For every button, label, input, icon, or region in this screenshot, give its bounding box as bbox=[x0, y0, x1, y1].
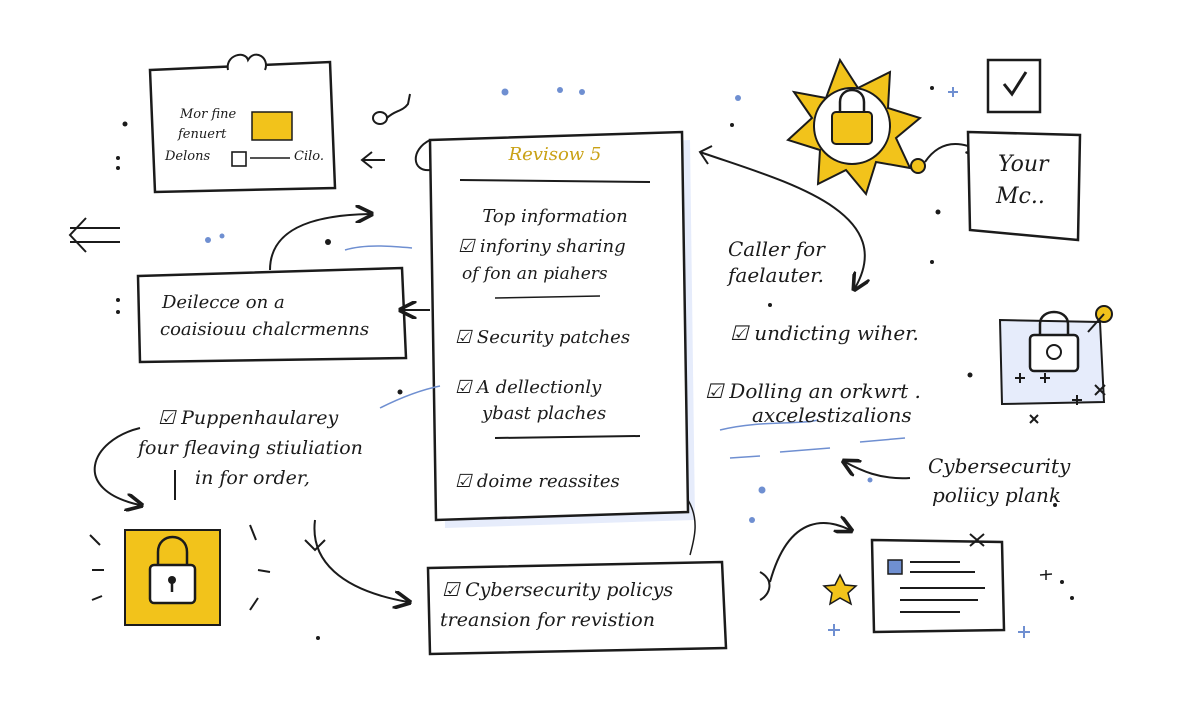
revision-item-3-label: A dellectionly bbox=[476, 377, 602, 398]
note-line-2: fenuert bbox=[178, 127, 227, 142]
revision-heading: Top information bbox=[482, 206, 628, 227]
right-check-1: ☑ undicting wiher. bbox=[730, 321, 919, 345]
bottom-box-line-2: treansion for revistion bbox=[440, 609, 655, 631]
revision-item-3b: ybast plaches bbox=[482, 403, 607, 424]
revision-item-1: ☑ inforiny sharing bbox=[458, 236, 626, 257]
lock-icon bbox=[124, 529, 221, 626]
revision-item-4: ☑ doime reassites bbox=[455, 471, 620, 492]
policy-label-line-1: Cybersecurity bbox=[928, 454, 1071, 478]
music-note-icon bbox=[372, 93, 411, 125]
revision-item-2-label: Security patches bbox=[476, 327, 631, 348]
left-check-label: Puppenhaularey bbox=[181, 407, 339, 429]
policy-label-line-2: poliicy plank bbox=[932, 483, 1062, 507]
your-box-line-2: Mc.. bbox=[996, 184, 1045, 209]
revision-title: Revisow 5 bbox=[508, 144, 602, 165]
right-check-2-label: Dolling an orkwrt . bbox=[729, 379, 921, 403]
your-box-frame bbox=[966, 130, 1082, 242]
right-check-2: ☑ Dolling an orkwrt . bbox=[705, 379, 921, 403]
right-caller-line-1: Caller for bbox=[728, 237, 825, 261]
bottom-box-line-1: ☑ Cybersecurity policys bbox=[442, 579, 674, 601]
padlock-card-icon bbox=[998, 305, 1113, 406]
bottom-box-frame bbox=[426, 560, 728, 656]
revision-item-1b: of fon an piahers bbox=[462, 264, 608, 284]
left-check-line-1: ☑ Puppenhaularey bbox=[158, 407, 339, 429]
star-icon bbox=[822, 573, 858, 606]
revision-document bbox=[414, 130, 696, 556]
document-icon bbox=[870, 533, 1006, 634]
left-box-frame bbox=[136, 266, 408, 364]
bottom-box-label: Cybersecurity policys bbox=[465, 579, 674, 601]
right-check-2b: axcelestizalions bbox=[752, 403, 912, 427]
left-box-line-1: Deilecce on a bbox=[162, 292, 285, 313]
right-check-1-label: undicting wiher. bbox=[754, 321, 919, 345]
left-check-line-2: four fleaving stiuliation bbox=[138, 437, 363, 459]
checkbox-icon bbox=[986, 58, 1042, 114]
top-left-note-box bbox=[148, 53, 337, 194]
your-box-line-1: Your bbox=[998, 152, 1049, 177]
folder-icon bbox=[251, 111, 293, 141]
checkbox-icon bbox=[231, 151, 247, 167]
note-line-3b: Cilo. bbox=[294, 149, 324, 164]
revision-item-1-label: inforiny sharing bbox=[479, 236, 626, 257]
decorative-dots bbox=[205, 87, 873, 523]
revision-item-4-label: doime reassites bbox=[476, 471, 620, 492]
revision-item-2: ☑ Security patches bbox=[455, 327, 631, 348]
right-caller-line-2: faelauter. bbox=[728, 263, 824, 287]
revision-item-3: ☑ A dellectionly bbox=[455, 377, 602, 398]
left-check-line-3: in for order, bbox=[195, 467, 310, 489]
sun-lock-icon bbox=[786, 57, 923, 197]
note-line-1: Mor fine bbox=[180, 107, 237, 122]
note-line-3: Delons bbox=[165, 149, 211, 164]
left-box-line-2: coaisiouu chalcrmenns bbox=[160, 319, 370, 340]
